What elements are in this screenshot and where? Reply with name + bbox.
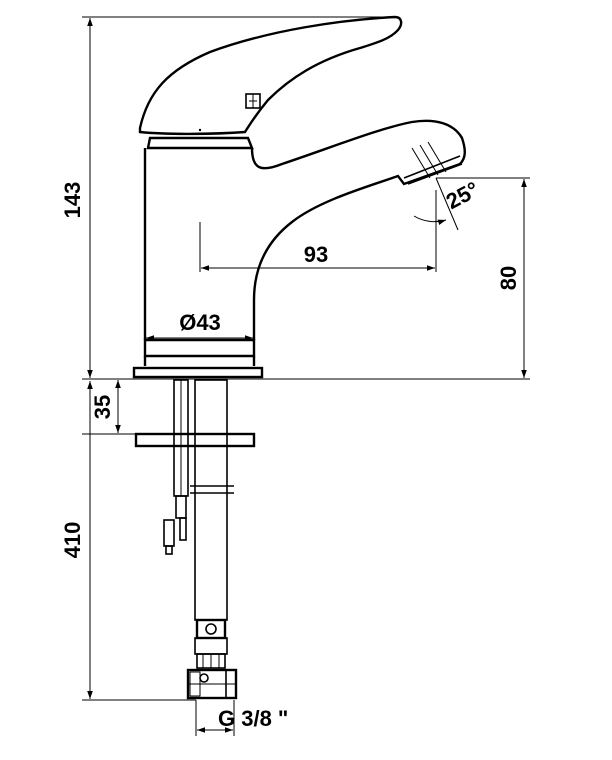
dimension-spout-reach: 93 — [304, 242, 328, 267]
dimension-spout-angle: 25° — [442, 177, 483, 215]
flexible-hose — [186, 379, 238, 700]
dimension-mount-thickness: 35 — [90, 395, 115, 419]
dimension-total-height: 143 — [60, 182, 85, 219]
dimension-lines — [82, 16, 530, 736]
dimension-hose-length: 410 — [60, 522, 85, 559]
dimension-spout-height: 80 — [496, 266, 521, 290]
dimension-body-diameter: Ø43 — [179, 310, 221, 335]
dimension-thread: G 3/8 " — [218, 706, 288, 731]
base-ring — [143, 338, 256, 358]
set-screw — [245, 93, 261, 109]
mounting-base — [132, 366, 264, 379]
cartridge-cap — [146, 136, 254, 150]
lever-handle — [138, 15, 403, 136]
body-and-spout — [143, 119, 466, 340]
aerator — [403, 141, 463, 185]
faucet-body — [132, 15, 466, 379]
